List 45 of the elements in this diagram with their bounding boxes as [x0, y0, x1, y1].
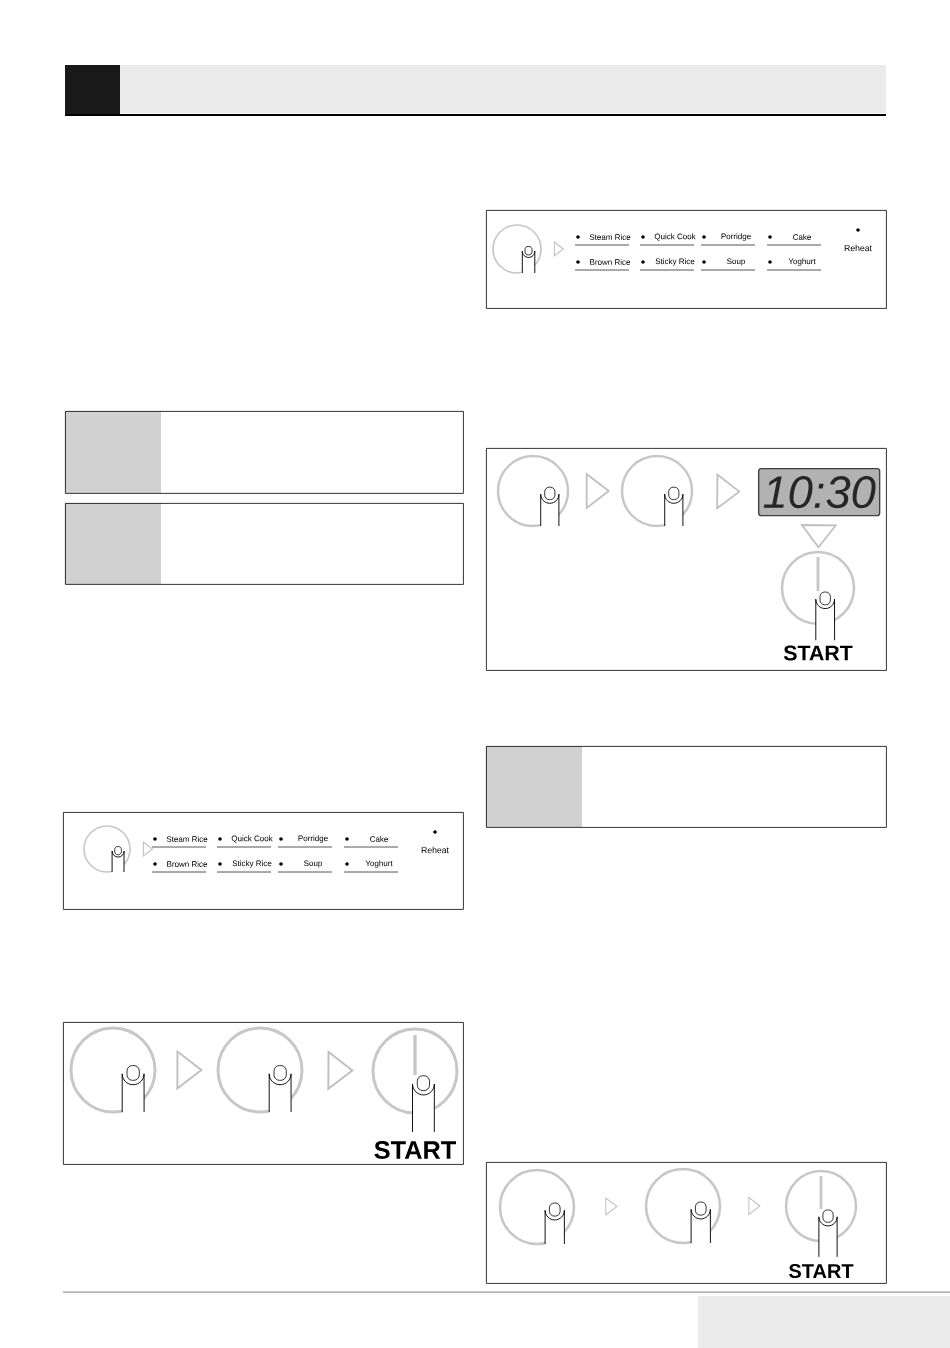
control-panel: [63, 812, 464, 910]
menu-item: Sticky Rice: [216, 860, 272, 873]
touch-button: [780, 550, 856, 626]
menu-item: Brown Rice: [574, 259, 631, 271]
button-label: START: [789, 1263, 854, 1279]
menu-item: Brown Rice: [151, 861, 208, 873]
touch-button: [83, 825, 131, 873]
time-display: 10:30: [758, 468, 881, 517]
touch-button: [216, 1026, 304, 1114]
note-box: [486, 746, 887, 828]
touch-button: [496, 454, 570, 528]
menu-item: Quick Cook: [216, 835, 273, 848]
note-box: [65, 503, 464, 585]
button-label: START: [783, 645, 853, 661]
menu-item: Quick Cook: [639, 233, 696, 246]
menu-item: Cake: [343, 836, 399, 848]
touch-button: [371, 1027, 459, 1115]
touch-button: [498, 1168, 576, 1246]
arrow: [142, 841, 153, 857]
touch-button: [644, 1167, 722, 1245]
arrow: [553, 241, 564, 257]
menu-item: Steam Rice: [151, 836, 208, 848]
touch-button: [492, 224, 542, 274]
menu-item: Steam Rice: [574, 234, 631, 246]
arrow: [748, 1197, 761, 1215]
button-label: START: [374, 1141, 456, 1159]
menu-item: Reheat: [421, 830, 449, 854]
menu-item: Yoghurt: [343, 860, 399, 873]
arrow: [605, 1197, 618, 1216]
menu-item: Yoghurt: [766, 258, 822, 271]
menu-item: Sticky Rice: [639, 258, 695, 271]
menu-item: Soup: [277, 860, 333, 873]
panel-box: [486, 448, 887, 671]
menu-item: Porridge: [277, 835, 333, 848]
note-box: [65, 411, 464, 494]
touch-button: [784, 1169, 858, 1243]
control-panel: [486, 210, 887, 309]
touch-button: [69, 1026, 157, 1114]
menu-item: Cake: [766, 234, 822, 246]
menu-item: Porridge: [700, 233, 756, 246]
menu-item: Reheat: [844, 228, 872, 252]
panel-box: [486, 1162, 887, 1284]
touch-button: [620, 454, 694, 528]
menu-item: Soup: [700, 258, 756, 271]
panel-box: [63, 1022, 464, 1165]
